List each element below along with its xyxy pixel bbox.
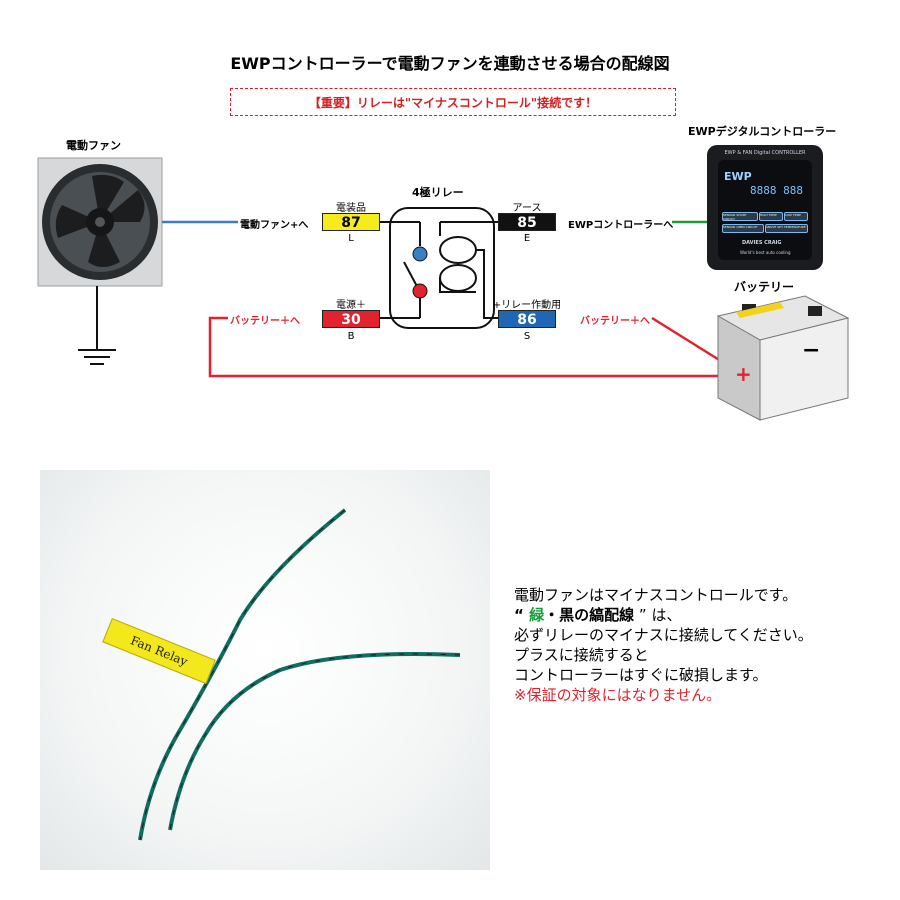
separator: ・ <box>544 606 560 624</box>
terminal-86-top-label: +リレー作動用 <box>492 300 562 311</box>
terminal-87: 87 <box>322 213 380 231</box>
terminal-87-bottom-label: L <box>348 233 354 244</box>
controller-button-low-temp: LOW TEMP <box>784 212 808 221</box>
description-line-4: プラスに接続すると <box>514 646 649 664</box>
terminal-30: 30 <box>322 310 380 328</box>
controller-screen <box>718 160 812 260</box>
terminal-85-bottom-label: E <box>523 233 531 244</box>
description-line-2: “ 緑・黒の縞配線 ” は、 <box>514 605 900 625</box>
description-line-6: ※保証の対象にはなりません。 <box>514 686 722 704</box>
fan-wire-label: 電動ファン+へ <box>240 220 309 231</box>
controller-header: EWP & FAN Digital CONTROLLER <box>724 150 806 156</box>
battery-icon <box>716 295 850 421</box>
controller-brand: EWP <box>724 170 752 183</box>
quote-open: “ <box>514 606 530 624</box>
terminal-87-top-label: 電装品 <box>336 203 366 214</box>
terminal-30-top-label: 電源＋ <box>336 300 366 311</box>
relay-title: 4極リレー <box>412 186 464 199</box>
relay-symbol <box>380 207 500 329</box>
controller-button-high-temp: HIGH TEMP <box>759 212 783 221</box>
fan-label: 電動ファン <box>66 139 121 152</box>
notice-text: 【重要】リレーは"マイナスコントロール"接続です！ <box>308 96 598 110</box>
diagram-title: EWPコントローラーで電動ファンを連動させる場合の配線図 <box>230 54 670 73</box>
wire-photo <box>40 470 490 870</box>
battery-plus-terminal: + <box>735 362 752 386</box>
green-word: 緑 <box>529 606 545 624</box>
terminal-86-bottom-label: S <box>523 331 531 342</box>
description-line-1: 電動ファンはマイナスコントロールです。 <box>514 586 798 604</box>
terminal-30-bottom-label: B <box>347 331 355 342</box>
controller-digits: 8888 888 <box>750 184 803 197</box>
fan-icon <box>37 157 163 287</box>
ground-symbol <box>78 349 116 365</box>
description: 電動ファンはマイナスコントロールです。 “ 緑・黒の縞配線 ” は、 必ずリレー… <box>514 585 900 705</box>
battery-minus-terminal: − <box>802 338 821 363</box>
description-line-3: 必ずリレーのマイナスに接続してください。 <box>514 626 813 644</box>
wire-photo-wires <box>138 508 461 841</box>
controller-wire-label: EWPコントローラーへ <box>568 220 674 231</box>
controller-button-sensor-short: SENSOR SHORT CIRCUIT <box>722 212 758 221</box>
black-stripe-word: 黒の縞配線 <box>559 606 635 624</box>
terminal-85: 85 <box>498 213 556 231</box>
controller-maker: DAVIES CRAIG <box>742 240 782 246</box>
quote-close: ” は、 <box>634 606 682 624</box>
terminal-85-top-label: アース <box>512 203 542 214</box>
battery-wire-label-left: バッテリー＋へ <box>230 316 300 327</box>
battery-wire-label-right: バッテリー＋へ <box>580 316 650 327</box>
description-line-5: コントローラーはすぐに破損します。 <box>514 666 768 684</box>
controller-button-above-set: ABOVE SET TEMPERATURE <box>765 224 808 233</box>
controller-label: EWPデジタルコントローラー <box>688 125 837 138</box>
controller-button-sensor-open: SENSOR OPEN CIRCUIT <box>722 224 764 233</box>
terminal-86: 86 <box>498 310 556 328</box>
wiring-diagram <box>37 157 850 421</box>
notice-box <box>230 88 676 116</box>
controller-tagline: World's best auto cooling <box>740 250 791 255</box>
battery-label: バッテリー <box>734 280 795 294</box>
